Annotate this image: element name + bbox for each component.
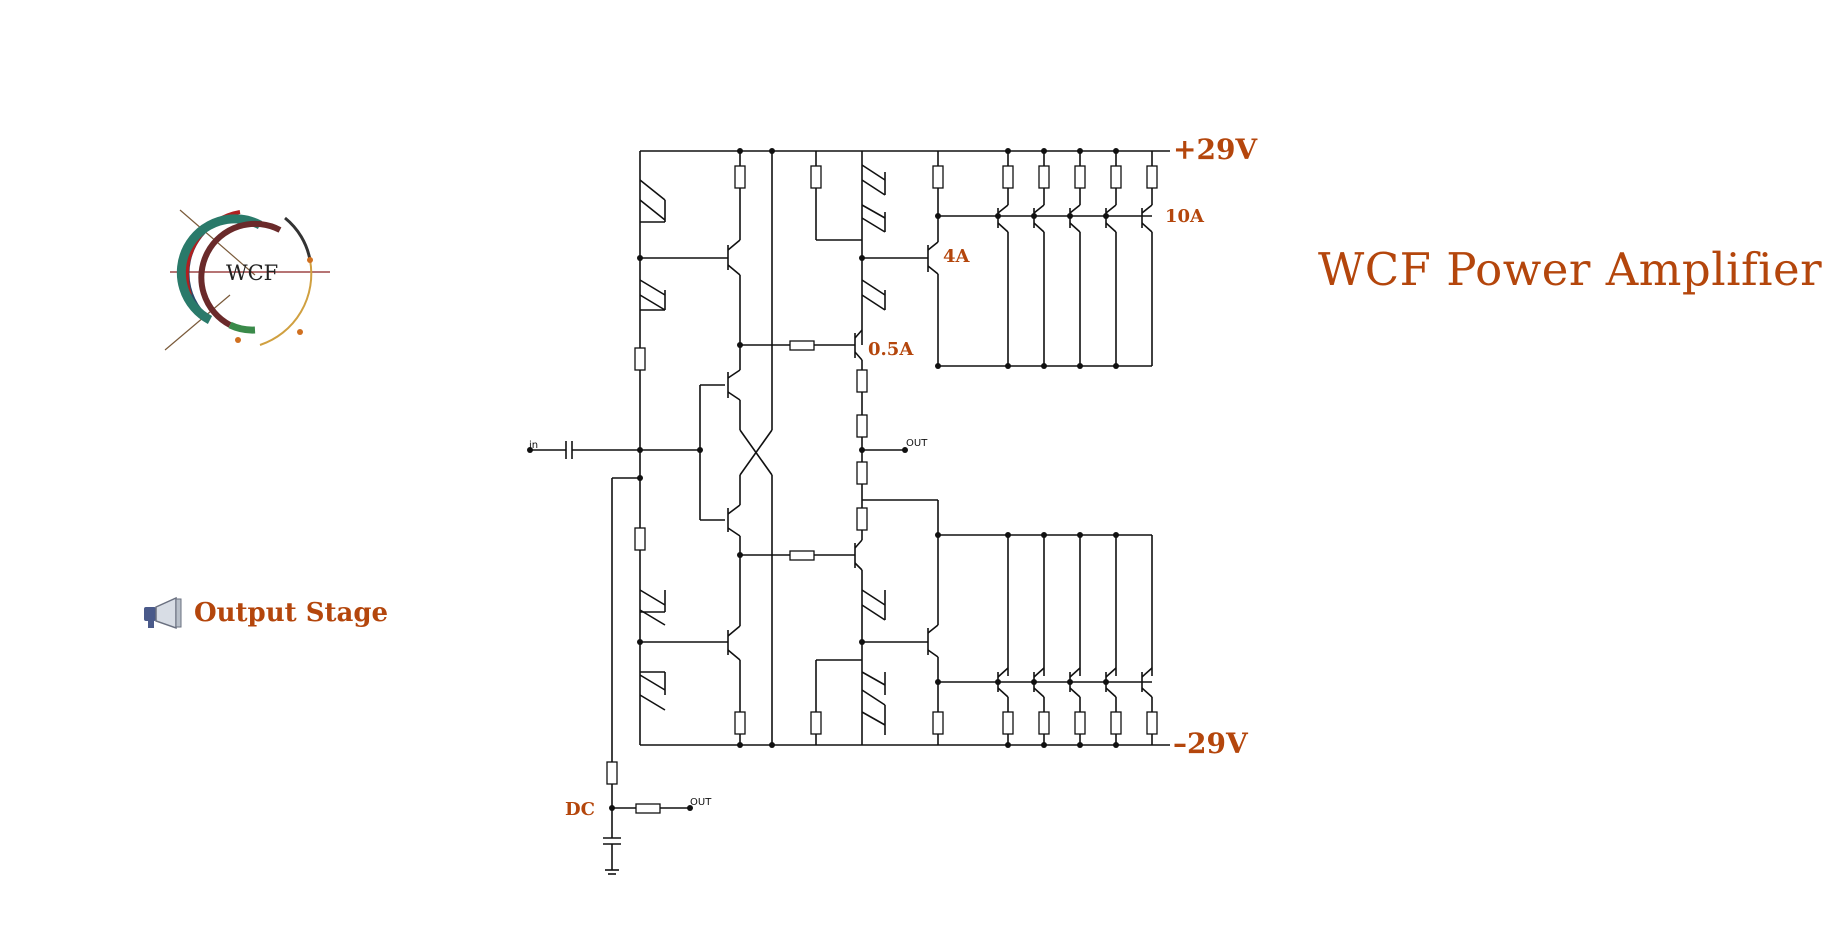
q1-lower-resistor [734, 711, 746, 735]
input-label: in [529, 440, 538, 451]
vas-resistor-top [810, 165, 822, 189]
bias-transistor-top-2 [639, 279, 666, 311]
output-transistor-3 [1067, 148, 1086, 748]
logo-icon: WCF [164, 209, 330, 351]
vas-resistor-bottom [810, 711, 822, 735]
driver-mirror-bottom [861, 589, 886, 735]
bias-transistor-bottom-2 [639, 671, 666, 711]
supply-negative-label: –29V [1173, 727, 1249, 760]
q1-collector-resistor [734, 165, 746, 189]
output-stage-link[interactable]: Output Stage [142, 596, 388, 630]
megaphone-icon [144, 596, 182, 630]
bias-resistor-top [634, 347, 646, 371]
current-label-driver1: 0.5A [868, 339, 914, 360]
emitter-resistor-1 [856, 369, 868, 393]
supply-positive-label: +29V [1173, 133, 1258, 166]
dc-out-label: OUT [690, 797, 712, 808]
dc-resistor [606, 761, 618, 785]
dc-label: DC [565, 799, 595, 820]
wcf-logo[interactable]: WCF [160, 200, 340, 360]
driver-4a-resistor-top [932, 165, 944, 189]
driver-mirror-top [861, 164, 886, 233]
bias-transistor-top-1 [639, 179, 666, 223]
out-label: OUT [906, 438, 928, 449]
link-resistor-top [789, 340, 815, 351]
emitter-resistor-3 [856, 461, 868, 485]
driver-4a-resistor-bottom [932, 711, 944, 735]
logo-text: WCF [226, 261, 278, 285]
current-label-driver2: 4A [943, 246, 971, 267]
emitter-resistor-4 [856, 507, 868, 531]
output-transistor-2 [1031, 148, 1050, 748]
current-label-output: 10A [1165, 206, 1205, 227]
driver-mirror-top-2 [861, 279, 886, 311]
output-transistor-4 [1103, 148, 1122, 748]
emitter-resistor-2 [856, 414, 868, 438]
dc-out-resistor [635, 803, 661, 814]
output-transistor-1 [995, 148, 1014, 748]
output-stage-label: Output Stage [194, 598, 389, 628]
bias-transistor-bottom-1 [639, 589, 666, 626]
bias-resistor-bottom [634, 527, 646, 551]
link-resistor-bottom [789, 550, 815, 561]
page-title: WCF Power Amplifier [1318, 243, 1823, 296]
output-transistor-5 [1141, 151, 1158, 745]
